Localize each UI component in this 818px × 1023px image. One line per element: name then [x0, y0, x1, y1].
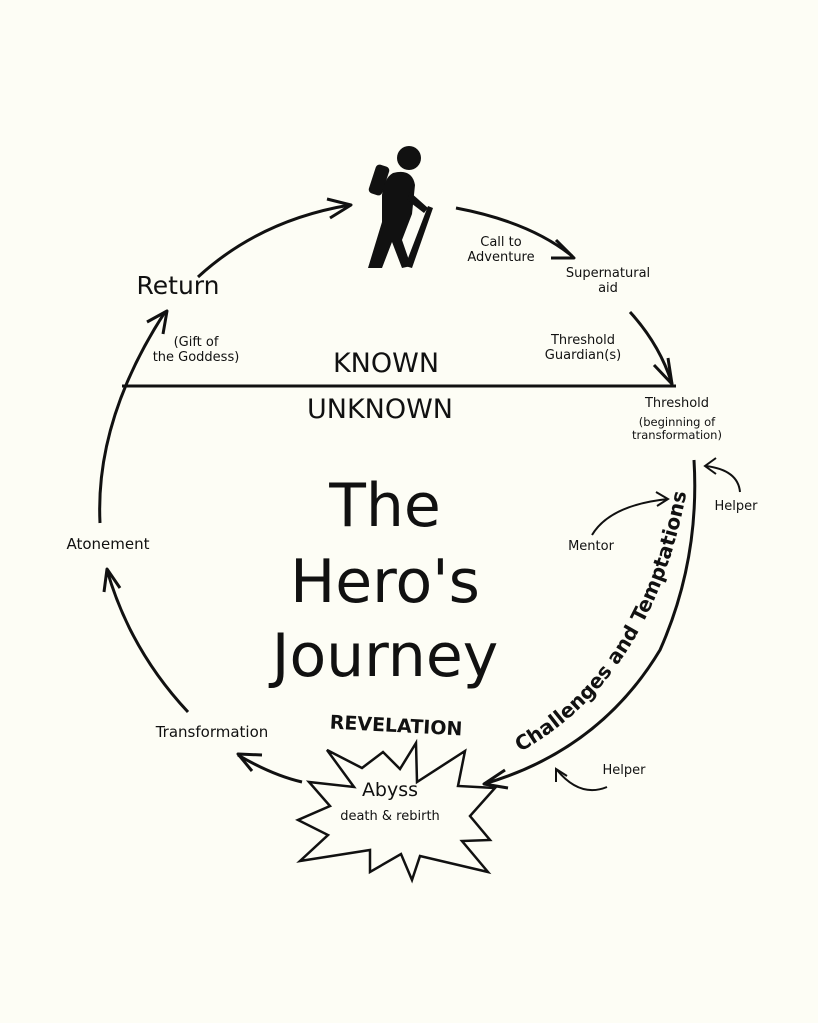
call-to-adventure-line-1: Call to [480, 235, 522, 250]
title-line-3: Journey [271, 621, 499, 691]
call-to-adventure-line-2: Adventure [467, 249, 535, 265]
gift-line-1: (Gift of [173, 335, 219, 350]
arrowhead-helper-top [703, 457, 717, 475]
threshold-note-line-1: (beginning of [638, 415, 716, 429]
supernatural-aid-line-2: aid [598, 280, 618, 296]
helper-bottom-label: Helper [602, 763, 646, 778]
arrowhead-call-to-adventure [551, 238, 576, 260]
arrow-helper-top [705, 465, 741, 493]
arrowhead-return [146, 309, 169, 335]
gift-line-2: the Goddess) [152, 349, 240, 365]
abyss-label: Abyss [361, 779, 419, 801]
arrow-supernatural-aid [628, 310, 674, 385]
known-label: KNOWN [332, 348, 440, 379]
hiker-icon [368, 146, 433, 268]
arrow-helper-bottom [556, 769, 608, 792]
mentor-label: Mentor [568, 539, 614, 554]
threshold-label: Threshold [644, 396, 710, 411]
supernatural-aid-line-1: Supernatural [565, 266, 651, 281]
helper-top-label: Helper [714, 499, 758, 514]
abyss-burst [295, 738, 498, 884]
arrow-mentor [591, 498, 669, 536]
threshold-guardians-line-1: Threshold [550, 333, 616, 348]
title-line-2: Hero's [290, 547, 480, 617]
arrowhead-mentor [655, 491, 670, 507]
threshold-note: (beginning of transformation) [622, 415, 732, 443]
gift-label: (Gift of the Goddess) [136, 335, 256, 366]
arrowhead-home [326, 197, 353, 220]
unknown-label: UNKNOWN [306, 394, 453, 425]
arrowhead-atonement [102, 567, 122, 593]
atonement-label: Atonement [66, 535, 150, 553]
title-line-1: The [329, 471, 441, 541]
threshold-note-line-2: transformation) [632, 428, 722, 443]
arrow-home [196, 203, 351, 279]
arrow-transformation [237, 753, 303, 784]
transformation-label: Transformation [155, 723, 269, 741]
return-label: Return [136, 271, 220, 300]
arrowhead-helper-bottom [555, 767, 568, 782]
threshold-guardians-line-2: Guardian(s) [544, 347, 622, 363]
arrow-return [98, 311, 167, 524]
arrowhead-threshold [652, 357, 674, 386]
arc-challenges [483, 459, 697, 786]
supernatural-aid-label: Supernatural aid [550, 266, 666, 297]
arrowhead-abyss [482, 768, 509, 790]
threshold-guardians-label: Threshold Guardian(s) [530, 333, 636, 364]
arrow-call-to-adventure [455, 206, 573, 258]
abyss-note: death & rebirth [340, 809, 440, 824]
arrowhead-transformation [236, 752, 263, 772]
arrow-atonement [105, 569, 190, 714]
call-to-adventure-label: Call to Adventure [466, 235, 536, 266]
